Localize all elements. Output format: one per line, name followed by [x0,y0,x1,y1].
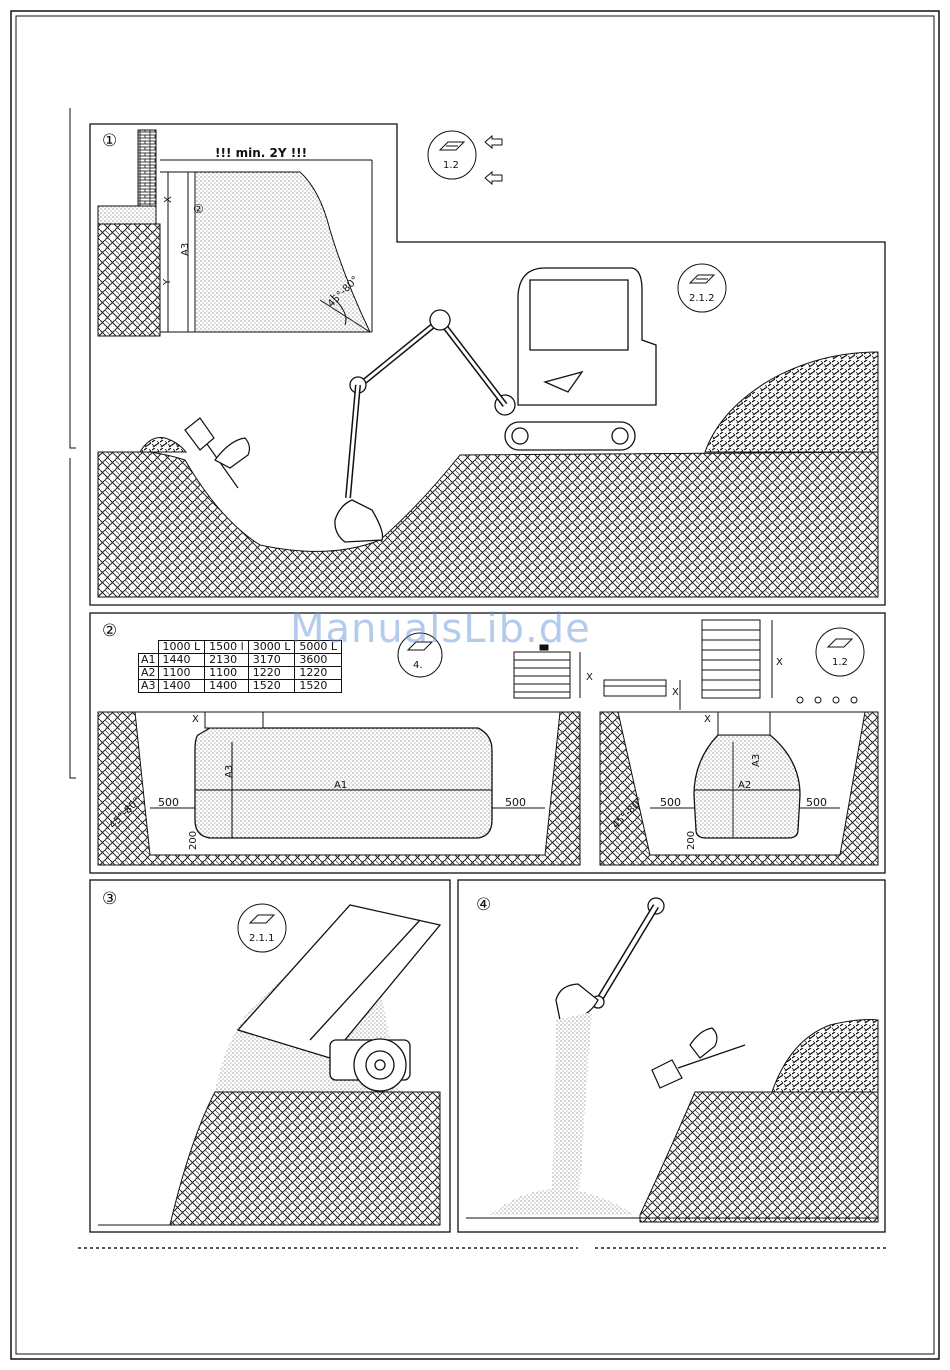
svg-text:4.: 4. [413,660,423,671]
step-3-number: ③ [102,889,117,909]
table-cell: 3600 [295,654,342,667]
left-pit-label-a3: A3 [224,765,235,778]
table-row: A3 1400 1400 1520 1520 [139,680,342,693]
gravel-stream [552,1012,592,1190]
watermark-text: ManualsLib.de [290,606,591,652]
table-cell: 1400 [205,680,249,693]
left-pit-500-left: 500 [158,796,179,809]
left-pit-label-x: X [192,714,199,725]
svg-text:2.1.1: 2.1.1 [249,933,274,944]
gravel-heap-right [772,1020,878,1092]
table-row: A2 1100 1100 1220 1220 [139,667,342,680]
shovel-hand-illustration-2 [652,1028,745,1088]
step-2-number: ② [102,621,117,641]
svg-text:2.1.2: 2.1.2 [689,293,714,304]
riser-label-x-1: X [586,672,593,683]
riser-label-x-2: X [672,687,679,698]
table-header-cell [139,641,159,654]
svg-text:1.2: 1.2 [832,657,848,668]
step-1-circled-ref: ② [193,202,204,216]
table-row-label: A3 [139,680,159,693]
ref-badge-2-1-2: 2.1.2 [678,264,726,312]
table-header-cell: 3000 L [248,641,295,654]
excavator-arm-illustration [556,898,664,1020]
table-cell: 1520 [248,680,295,693]
table-cell: 1100 [205,667,249,680]
ref-badge-1-2: 1.2 [428,131,476,179]
inset-excavation-fill [195,172,370,332]
step-1-label-a3: A3 [180,243,191,256]
panel-3-ground [98,1092,440,1225]
step-1-number: ① [102,131,117,151]
table-cell: 1520 [295,680,342,693]
right-pit-label-x: X [704,714,711,725]
ground-soil [98,452,878,597]
arrow-left-icon [485,136,502,184]
table-cell: 3170 [248,654,295,667]
left-pit-500-right: 500 [505,796,526,809]
right-pit-label-a3: A3 [751,754,762,767]
ref-badge-1-2-b: 1.2 [816,628,864,676]
step-1-dimension-note: !!! min. 2Y !!! [215,146,307,160]
small-soil-heap [140,438,186,452]
table-cell: 1220 [295,667,342,680]
ground-slab [98,206,156,224]
table-cell: 2130 [205,654,249,667]
ref-badge-2-1-1: 2.1.1 [238,904,286,952]
step-1-label-y: Y [162,278,173,286]
table-cell: 1100 [158,667,205,680]
step-4-number: ④ [476,895,491,915]
riser-label-x-3: X [776,657,783,668]
left-pit-label-a1: A1 [334,780,347,791]
step-1-label-x: X [163,196,174,203]
right-pit-label-a2: A2 [738,780,751,791]
right-pit-500-right: 500 [806,796,827,809]
table-cell: 1440 [158,654,205,667]
soil-heap-right [705,352,878,452]
inset-soil [98,224,160,336]
table-row: A1 1440 2130 3170 3600 [139,654,342,667]
table-row-label: A2 [139,667,159,680]
right-pit-200: 200 [686,831,697,850]
table-header-cell: 1000 L [158,641,205,654]
table-cell: 1400 [158,680,205,693]
table-row-label: A1 [139,654,159,667]
left-pit-200: 200 [188,831,199,850]
gravel-pile-bottom [490,1188,635,1215]
table-header-cell: 1500 l [205,641,249,654]
right-pit-500-left: 500 [660,796,681,809]
table-cell: 1220 [248,667,295,680]
panel-4-ground [640,1092,878,1222]
svg-text:1.2: 1.2 [443,160,459,171]
